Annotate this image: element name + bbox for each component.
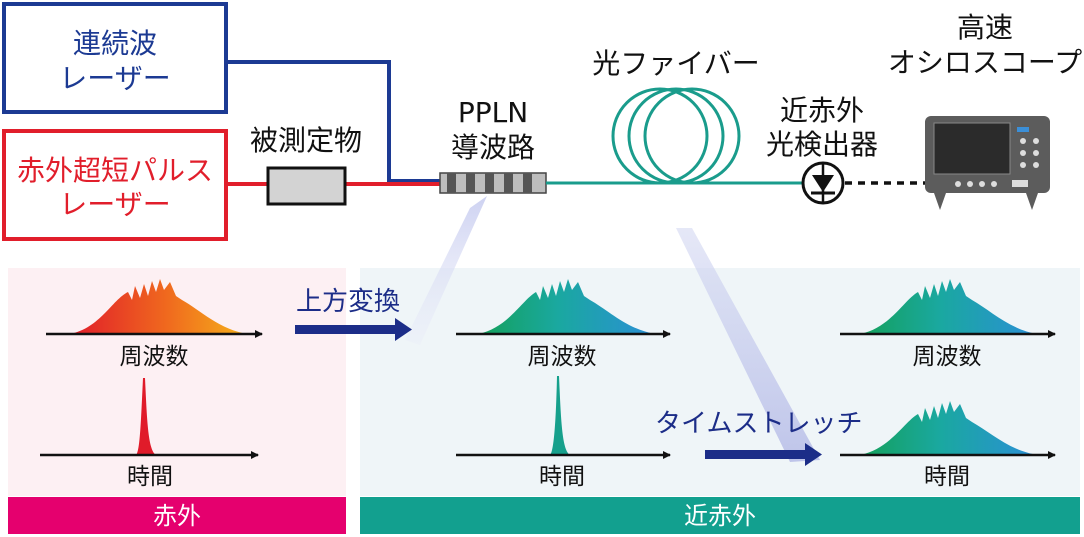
nir-spectrum-3 xyxy=(860,401,1038,455)
ir-laser-label-2: レーザー xyxy=(59,188,170,221)
time-label-1: 時間 xyxy=(127,464,173,490)
nir-spectrum-2 xyxy=(860,279,1038,334)
cw-laser-line xyxy=(226,60,440,183)
detector-label-1: 近赤外 xyxy=(780,94,864,127)
cw-laser-box xyxy=(2,2,228,114)
sample-label: 被測定物 xyxy=(250,124,362,157)
cw-laser-label-1: 連続波 xyxy=(73,27,157,60)
detector-label-2: 光検出器 xyxy=(766,128,878,161)
nir-spectrum-1 xyxy=(478,279,656,334)
nir-band xyxy=(360,497,1080,534)
ir-band xyxy=(8,497,346,534)
stretch-beam xyxy=(676,228,820,462)
ir-laser-label-1: 赤外超短パルス xyxy=(17,154,213,187)
ir-laser-box xyxy=(2,129,228,241)
ppln-waveguide xyxy=(439,172,547,194)
oscilloscope-label-1: 高速 xyxy=(957,11,1013,44)
upconversion-beam xyxy=(405,196,487,345)
nir-pulse xyxy=(550,376,570,455)
ir-band-label: 赤外 xyxy=(153,502,201,530)
nir-band-label: 近赤外 xyxy=(684,502,756,530)
stretch-arrow xyxy=(705,443,822,466)
freq-label-2: 周波数 xyxy=(528,344,597,370)
upconversion-arrow xyxy=(295,318,412,341)
oscilloscope-label-2: オシロスコープ xyxy=(888,46,1082,79)
time-label-2: 時間 xyxy=(539,464,585,490)
ir-spectrum xyxy=(70,279,248,334)
fiber-label: 光ファイバー xyxy=(592,47,759,80)
photodetector-icon xyxy=(801,161,845,205)
oscilloscope-icon xyxy=(925,116,1050,210)
cw-laser-label-2: レーザー xyxy=(59,62,170,95)
stretch-label: タイムストレッチ xyxy=(655,409,862,439)
spectra-group xyxy=(70,279,1038,455)
sample-box xyxy=(266,166,347,206)
axes xyxy=(40,330,1056,459)
upconversion-label: 上方変換 xyxy=(296,287,400,317)
fiber-coil xyxy=(611,87,741,185)
ppln-label-1: PPLN xyxy=(458,96,528,129)
time-label-3: 時間 xyxy=(924,464,970,490)
ppln-label-2: 導波路 xyxy=(451,131,535,164)
ir-pulse xyxy=(136,378,156,455)
freq-label-3: 周波数 xyxy=(913,344,982,370)
freq-label-1: 周波数 xyxy=(120,344,189,370)
